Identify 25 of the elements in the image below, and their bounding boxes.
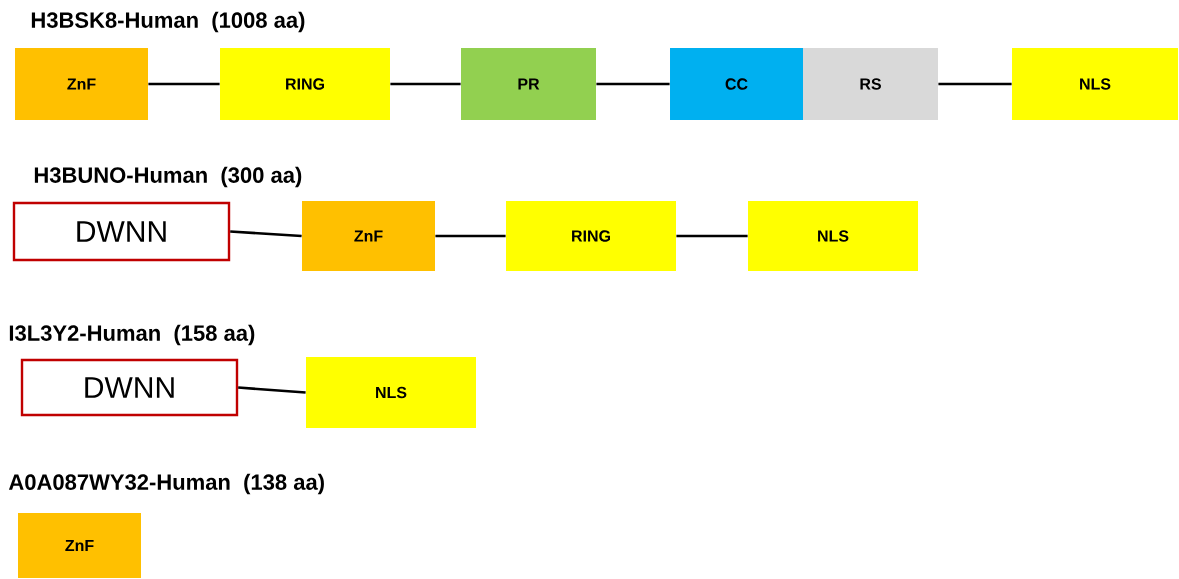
domain-box: DWNN — [20, 358, 239, 417]
domain-box: ZnF — [302, 201, 435, 271]
domain-box: ZnF — [15, 48, 148, 120]
connector-line — [230, 230, 302, 238]
domain-box: NLS — [748, 201, 918, 271]
domain-box: ZnF — [18, 513, 141, 578]
connector-line — [676, 234, 748, 238]
protein-title: A0A087WY32-Human (138 aa) — [8, 473, 324, 495]
connector-line — [148, 82, 220, 86]
connector-line — [238, 386, 306, 394]
domain-box: PR — [461, 48, 596, 120]
domain-box: RING — [506, 201, 676, 271]
domain-box: RS — [803, 48, 938, 120]
domain-box: RING — [220, 48, 390, 120]
connector-line — [938, 82, 1012, 86]
connector-line — [390, 82, 461, 86]
connector-line — [596, 82, 670, 86]
domain-box: NLS — [306, 357, 476, 428]
domain-box: CC — [670, 48, 803, 120]
domain-box: NLS — [1012, 48, 1178, 120]
protein-title: H3BUNO-Human (300 aa) — [34, 166, 302, 188]
protein-title: H3BSK8-Human (1008 aa) — [31, 11, 305, 33]
protein-title: I3L3Y2-Human (158 aa) — [9, 324, 255, 346]
domain-box: DWNN — [12, 201, 231, 262]
connector-line — [435, 234, 506, 238]
